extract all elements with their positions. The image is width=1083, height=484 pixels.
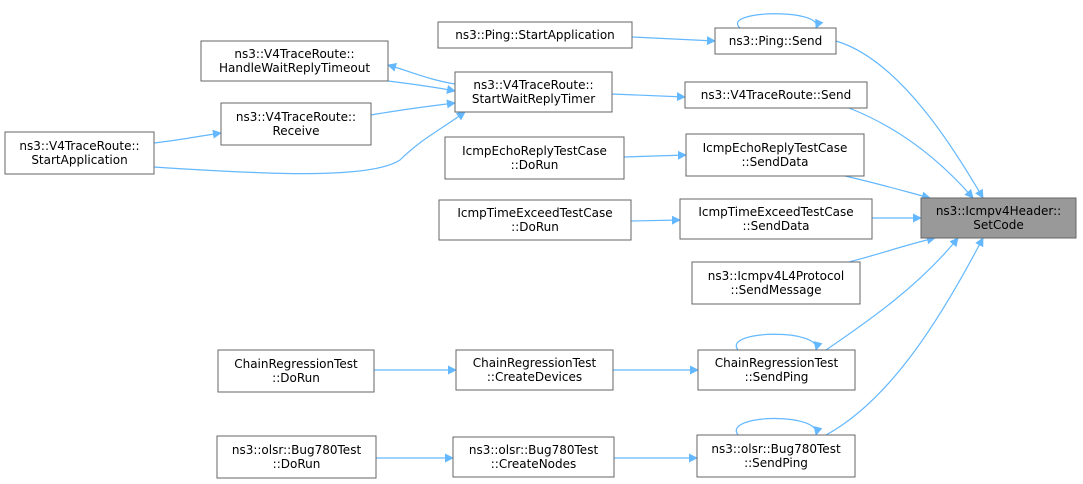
node-label: ::CreateNodes [491, 457, 577, 471]
node-box [438, 199, 632, 241]
node-box [696, 434, 856, 478]
node-label: ::SendData [743, 219, 810, 233]
edge-echo_send-to-setcode [844, 175, 931, 201]
node-label: Receive [273, 124, 320, 138]
edge-ping_send-to-ping_send [736, 13, 824, 29]
node-label: ::DoRun [272, 371, 320, 385]
node-label: ns3::Ping::StartApplication [455, 28, 615, 42]
node-box [920, 197, 1077, 239]
node-label: HandleWaitReplyTimeout [219, 61, 370, 75]
node-label: StartApplication [31, 153, 127, 167]
node-box [200, 40, 389, 82]
node-box [454, 71, 613, 113]
edge-olsr_ping-to-setcode [825, 237, 984, 436]
node-label: ns3::Ping::Send [729, 34, 822, 48]
node-v4_start[interactable]: ns3::V4TraceRoute::StartApplication [4, 131, 155, 175]
edge-ping_send-to-setcode [835, 40, 984, 199]
edge-v4_swrt-to-v4_send [611, 92, 686, 102]
edge-echo_run-to-echo_send [623, 150, 687, 160]
node-label: ::DoRun [273, 457, 321, 471]
node-label: ns3::Icmpv4Header:: [936, 204, 1061, 218]
node-label: ::CreateDevices [487, 370, 582, 384]
node-label: IcmpEchoReplyTestCase [703, 141, 848, 155]
node-label: ns3::V4TraceRoute::Send [701, 88, 851, 102]
node-label: ::DoRun [511, 220, 559, 234]
edge-v4_start-to-v4_recv [153, 129, 222, 144]
node-box [684, 81, 868, 109]
node-label: IcmpEchoReplyTestCase [462, 144, 607, 158]
node-box [444, 136, 625, 180]
node-te_run[interactable]: IcmpTimeExceedTestCase::DoRun [438, 199, 632, 241]
node-l4_send[interactable]: ns3::Icmpv4L4Protocol::SendMessage [691, 261, 861, 305]
node-label: ns3::V4TraceRoute:: [473, 78, 593, 92]
node-setcode[interactable]: ns3::Icmpv4Header::SetCode [920, 197, 1077, 239]
edges-layer [153, 13, 984, 463]
node-label: ::SendPing [745, 370, 809, 384]
node-label: ::SendPing [744, 456, 808, 470]
node-label: StartWaitReplyTimer [472, 92, 595, 106]
node-label: ns3::olsr::Bug780Test [232, 443, 362, 457]
node-box [691, 261, 861, 305]
node-box [452, 436, 615, 478]
node-box [685, 133, 865, 177]
edge-l4_send-to-setcode [848, 235, 936, 263]
node-label: ::SendData [742, 155, 809, 169]
node-olsr_create[interactable]: ns3::olsr::Bug780Test::CreateNodes [452, 436, 615, 478]
edge-v4_recv-to-v4_swrt [370, 99, 456, 116]
nodes-layer: ns3::Icmpv4Header::SetCode ns3::Ping::Sta… [4, 21, 1077, 479]
node-box [455, 349, 614, 391]
node-ping_send[interactable]: ns3::Ping::Send [714, 27, 837, 55]
node-label: ChainRegressionTest [234, 357, 358, 371]
node-v4_hwrt[interactable]: ns3::V4TraceRoute::HandleWaitReplyTimeou… [200, 40, 389, 82]
node-label: ns3::Icmpv4L4Protocol [708, 269, 844, 283]
node-label: IcmpTimeExceedTestCase [698, 205, 853, 219]
node-olsr_ping[interactable]: ns3::olsr::Bug780Test::SendPing [696, 434, 856, 478]
edge-v4_hwrt-to-v4_swrt [387, 80, 456, 94]
node-box [437, 21, 633, 49]
node-olsr_run[interactable]: ns3::olsr::Bug780Test::DoRun [216, 435, 377, 479]
edge-v4_swrt-to-v4_hwrt [387, 62, 456, 85]
edge-cr_ping-to-setcode [825, 237, 959, 351]
edge-te_run-to-te_send [630, 215, 681, 225]
node-label: SetCode [973, 218, 1023, 232]
node-box [217, 349, 375, 393]
node-label: ChainRegressionTest [473, 356, 597, 370]
node-v4_recv[interactable]: ns3::V4TraceRoute::Receive [220, 102, 372, 146]
node-box [4, 131, 155, 175]
node-label: ns3::olsr::Bug780Test [469, 443, 599, 457]
node-te_send[interactable]: IcmpTimeExceedTestCase::SendData [679, 198, 873, 240]
node-v4_send[interactable]: ns3::V4TraceRoute::Send [684, 81, 868, 109]
node-label: ns3::V4TraceRoute:: [19, 139, 139, 153]
node-box [697, 349, 856, 391]
edge-olsr_ping-to-olsr_ping [735, 417, 823, 436]
node-cr_create[interactable]: ChainRegressionTest::CreateDevices [455, 349, 614, 391]
node-label: ns3::olsr::Bug780Test [711, 442, 841, 456]
node-cr_ping[interactable]: ChainRegressionTest::SendPing [697, 349, 856, 391]
edge-ping_start-to-ping_send [631, 36, 716, 46]
node-label: ns3::V4TraceRoute:: [234, 47, 354, 61]
node-cr_run[interactable]: ChainRegressionTest::DoRun [217, 349, 375, 393]
edge-v4_send-to-setcode [848, 107, 974, 199]
node-label: ns3::V4TraceRoute:: [236, 110, 356, 124]
node-echo_send[interactable]: IcmpEchoReplyTestCase::SendData [685, 133, 865, 177]
node-box [679, 198, 873, 240]
edge-v4_start-to-v4_swrt [153, 111, 466, 175]
node-box [220, 102, 372, 146]
node-label: IcmpTimeExceedTestCase [457, 206, 612, 220]
node-label: ChainRegressionTest [715, 356, 839, 370]
node-label: ::DoRun [511, 158, 559, 172]
node-box [714, 27, 837, 55]
node-v4_swrt[interactable]: ns3::V4TraceRoute::StartWaitReplyTimer [454, 71, 613, 113]
node-label: ::SendMessage [731, 283, 822, 297]
node-echo_run[interactable]: IcmpEchoReplyTestCase::DoRun [444, 136, 625, 180]
node-ping_start[interactable]: ns3::Ping::StartApplication [437, 21, 633, 49]
edge-cr_ping-to-cr_ping [735, 333, 823, 351]
node-box [216, 435, 377, 479]
